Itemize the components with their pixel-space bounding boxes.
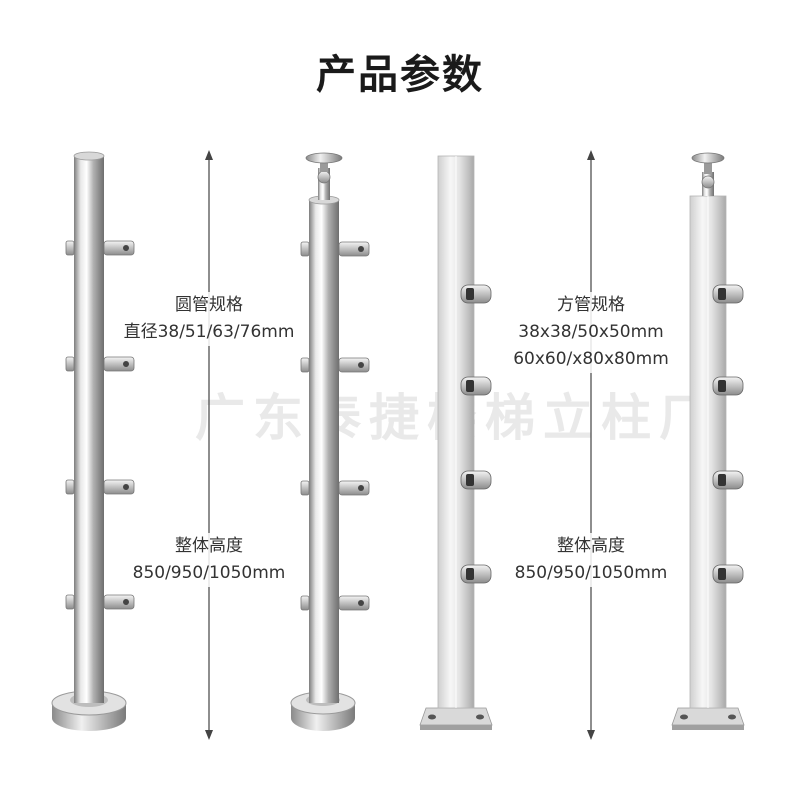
round-height-title: 整体高度: [175, 536, 243, 556]
round-height-label: 整体高度 850/950/1050mm: [118, 533, 300, 587]
round-spec-label: 圆管规格 直径38/51/63/76mm: [118, 292, 300, 346]
square-spec-title: 方管规格: [557, 295, 625, 315]
round-height-value: 850/950/1050mm: [132, 563, 286, 583]
round-post-flat-top: [51, 151, 135, 731]
page-title: 产品参数: [316, 52, 484, 98]
round-spec-value: 直径38/51/63/76mm: [123, 322, 295, 342]
square-spec-value-1: 38x38/50x50mm: [518, 322, 664, 342]
round-spec-title: 圆管规格: [175, 295, 243, 315]
square-height-value: 850/950/1050mm: [514, 563, 668, 583]
square-height-title: 整体高度: [557, 536, 625, 556]
square-spec-value-2: 60x60/x80x80mm: [513, 349, 669, 369]
height-dimension-line-square: [587, 150, 595, 740]
round-post-swivel-top: [290, 152, 370, 731]
height-dimension-line-round: [205, 150, 213, 740]
square-post-flat-top: [419, 155, 493, 730]
square-post-swivel-top: [671, 152, 745, 730]
square-spec-label: 方管规格 38x38/50x50mm 60x60/x80x80mm: [500, 292, 682, 373]
square-height-label: 整体高度 850/950/1050mm: [500, 533, 682, 587]
